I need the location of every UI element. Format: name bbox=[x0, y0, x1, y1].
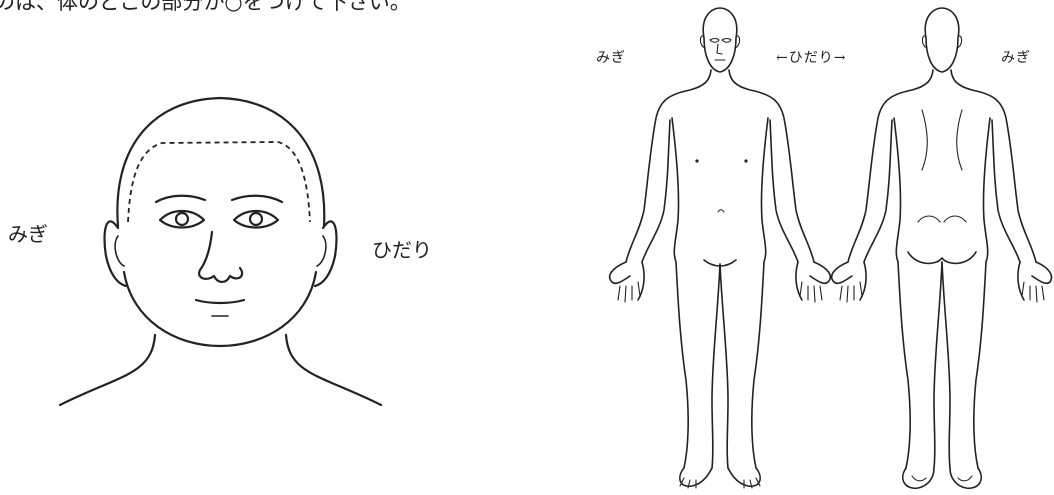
body-front-figure[interactable] bbox=[610, 8, 831, 488]
mouth bbox=[196, 300, 244, 303]
hairline bbox=[128, 142, 310, 222]
body-back-figure[interactable] bbox=[832, 8, 1052, 488]
nose bbox=[199, 232, 242, 282]
face-diagram[interactable] bbox=[60, 98, 381, 405]
